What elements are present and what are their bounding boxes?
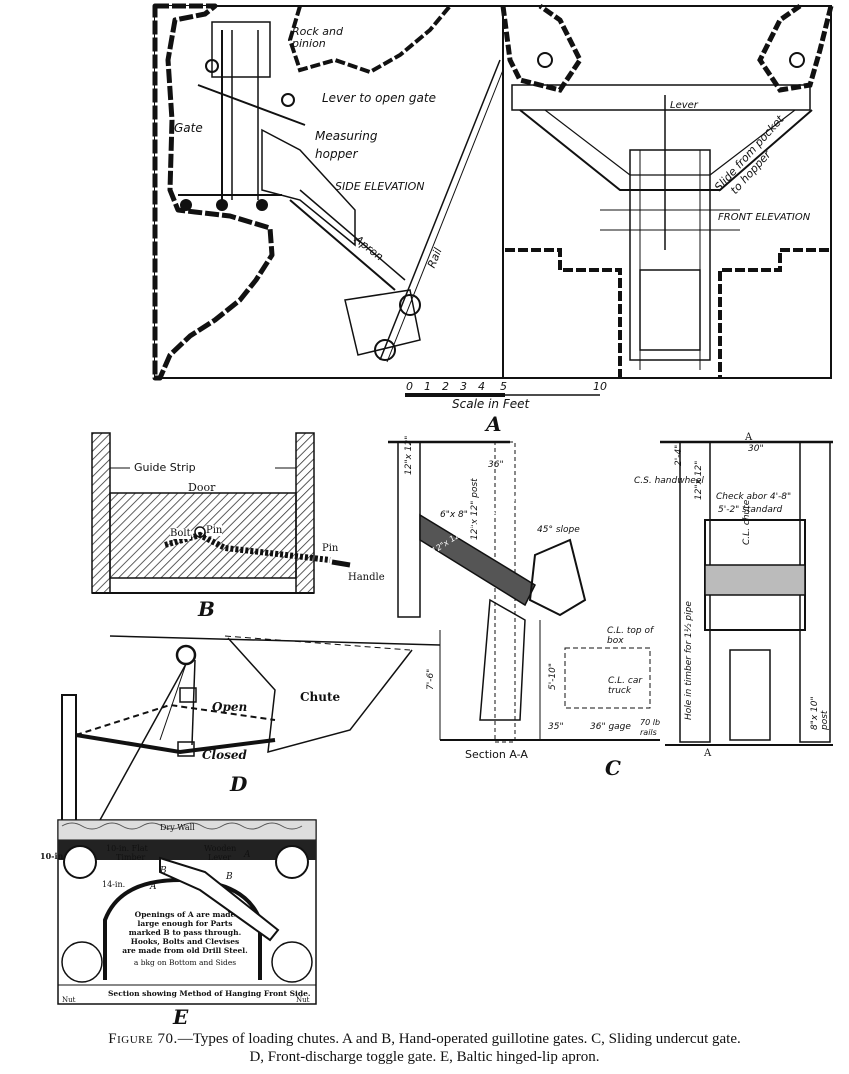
- chute-label: Chute: [300, 690, 341, 704]
- nut-right-label: Nut: [296, 996, 310, 1004]
- gage-label: 36" gage: [590, 722, 631, 732]
- marker-a-bottom: A: [704, 748, 712, 759]
- wooden-lever-label-1: Wooden: [204, 844, 237, 853]
- pin-label-1: Pin: [206, 525, 223, 536]
- cl-car-truck-label: C.L. car truck: [608, 676, 643, 696]
- handle-label: Handle: [348, 572, 385, 583]
- check-bar-label: Check abor 4'-8": [716, 492, 792, 502]
- lever-to-open-gate-label: Lever to open gate: [322, 91, 436, 105]
- panel-c-letter: C: [605, 756, 621, 780]
- closed-label: Closed: [202, 748, 247, 762]
- dim-35-label: 35": [548, 722, 564, 732]
- handwheel-label: C.S. handwheel: [634, 476, 704, 486]
- panel-e-letter: E: [173, 1005, 189, 1029]
- slope-label: 45° slope: [537, 525, 580, 535]
- flat-timber-label-1: 10-in. Flat: [106, 844, 148, 853]
- dim-36-label: 36": [488, 460, 504, 470]
- measuring-label: Measuring: [315, 129, 378, 143]
- panel-d-letter: D: [230, 772, 248, 796]
- dry-wall-label: Dry Wall: [160, 823, 195, 832]
- nut-left-label: Nut: [62, 996, 76, 1004]
- rails-label: 70 lb rails: [640, 718, 661, 737]
- panel-a-letter: A: [486, 412, 502, 436]
- panel-b-letter: B: [198, 597, 215, 621]
- bolt-label: Bolt: [170, 528, 191, 539]
- caption-line-2: D, Front-discharge toggle gate. E, Balti…: [249, 1049, 600, 1065]
- scale-in-feet-label: Scale in Feet: [452, 397, 530, 411]
- wooden-lever-label-2: Lever: [208, 853, 232, 862]
- front-elevation-title: FRONT ELEVATION: [718, 212, 811, 223]
- flat-timber-label-2: Timber: [116, 853, 146, 862]
- front-lever-label: Lever: [670, 100, 698, 111]
- dim-30-label: 30": [748, 444, 764, 454]
- door-label: Door: [188, 481, 216, 494]
- dim-6x8-label: 6"x 8": [440, 510, 468, 520]
- hopper-label: hopper: [315, 147, 358, 161]
- timber-size-label: 10-in.: [40, 851, 67, 861]
- side-elevation-title: SIDE ELEVATION: [335, 180, 425, 193]
- letter-a-top: A: [244, 850, 251, 860]
- guide-strip-label: Guide Strip: [134, 461, 196, 474]
- rack-and-pinion-label: Rock and pinion: [292, 25, 343, 50]
- panel-e-note: Openings of A are made large enough for …: [122, 910, 248, 967]
- section-aa-label: Section A-A: [465, 748, 528, 761]
- letter-a-left: A: [150, 882, 157, 892]
- dim-14-label: 14-in.: [102, 880, 126, 889]
- letter-b-left: B: [160, 866, 167, 876]
- panel-e-footer: Section showing Method of Hanging Front …: [108, 989, 311, 998]
- figure-number: Figure 70.: [108, 1031, 178, 1047]
- cl-top-of-box-label: C.L. top of box: [607, 626, 654, 646]
- letter-b-right: B: [226, 872, 233, 882]
- gate-label: Gate: [174, 121, 203, 135]
- standard-label: 5'-2" standard: [718, 505, 783, 515]
- caption-line-1: Figure 70.—Types of loading chutes. A an…: [108, 1031, 741, 1047]
- figure-caption: Figure 70.—Types of loading chutes. A an…: [0, 1030, 849, 1066]
- open-label: Open: [212, 700, 248, 714]
- marker-a-top: A: [745, 432, 753, 443]
- pin-label-2: Pin: [322, 543, 339, 554]
